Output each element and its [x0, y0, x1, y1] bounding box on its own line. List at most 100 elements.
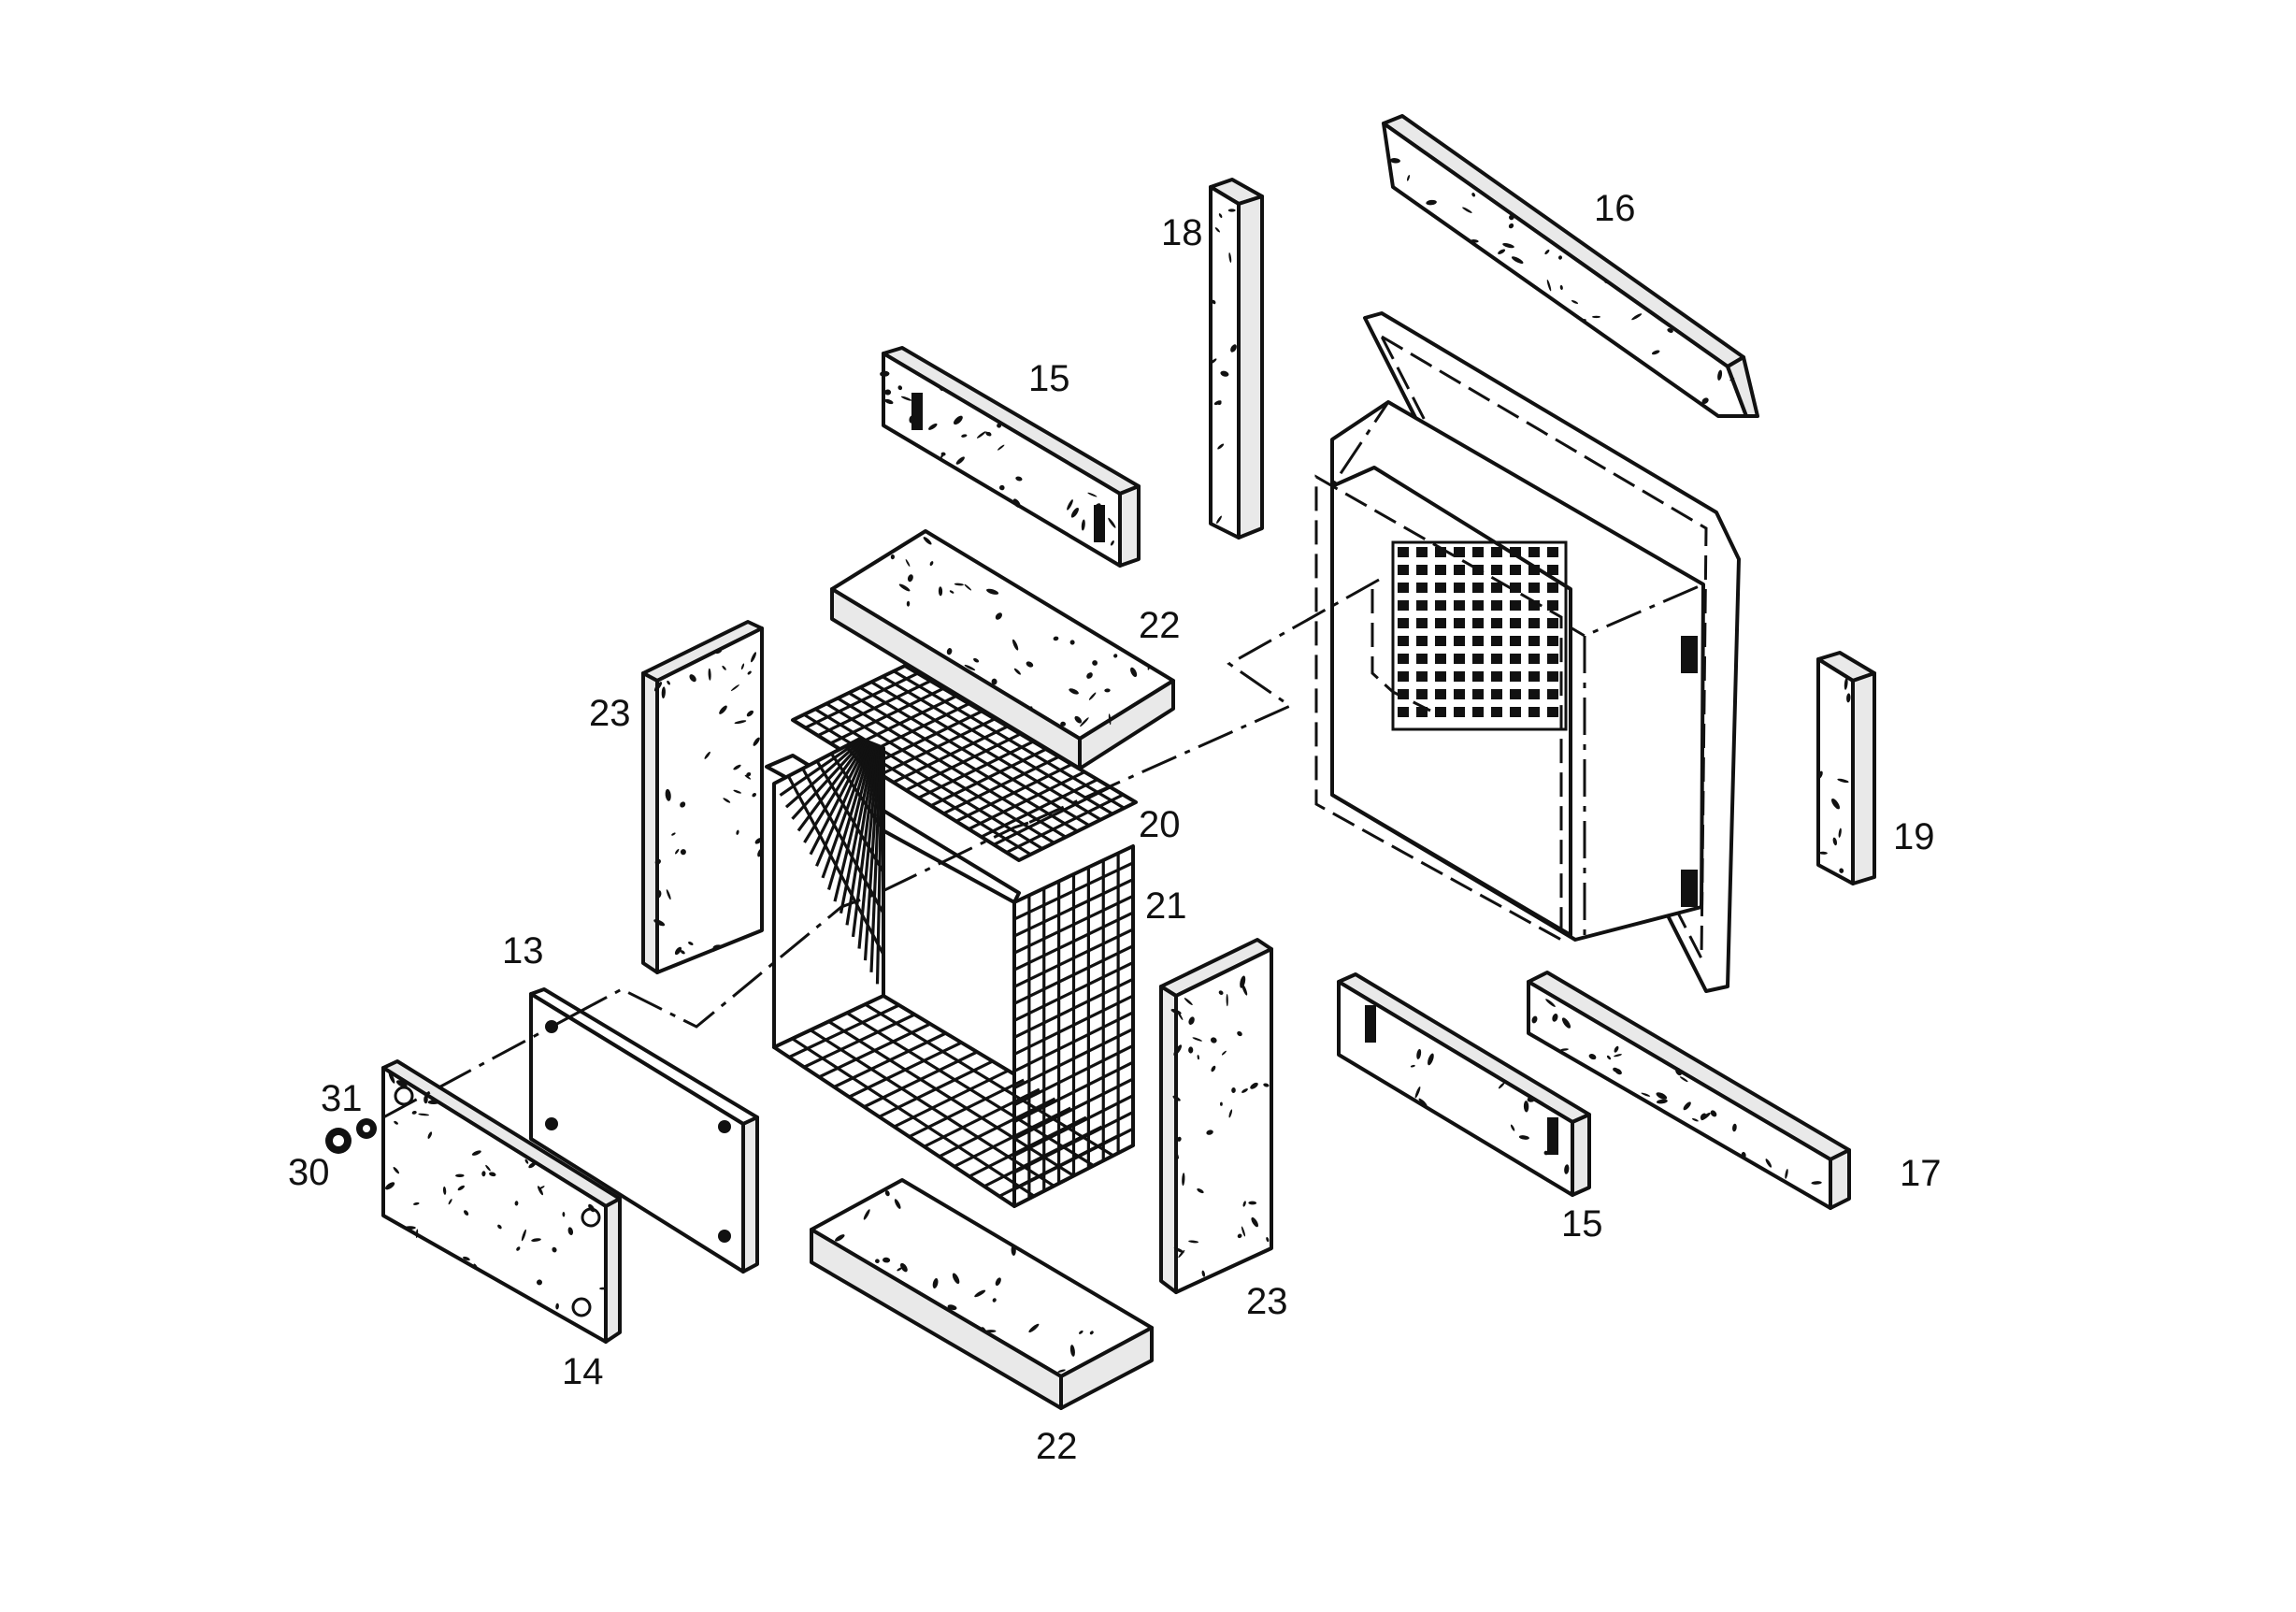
speckle-texture [949, 590, 954, 594]
housing-grid-cell [1510, 636, 1521, 646]
housing-grid-cell [1528, 565, 1540, 575]
speckle-texture [497, 1224, 502, 1230]
speckle-texture [1241, 1226, 1246, 1237]
speckle-texture [938, 586, 943, 597]
speckle-texture [1211, 1065, 1216, 1072]
speckle-texture [1675, 1067, 1683, 1076]
housing-grid-cell [1510, 671, 1521, 682]
speckle-texture [415, 1229, 419, 1239]
housing-grid-cell [1472, 583, 1484, 593]
speckle-texture [835, 1234, 845, 1242]
speckle-texture [528, 1161, 537, 1169]
speckle-texture [932, 1278, 939, 1288]
housing-grid-cell [1398, 636, 1409, 646]
speckle-texture [1641, 1092, 1651, 1097]
housing-grid-cell [1510, 689, 1521, 699]
housing-grid-cell [1435, 547, 1446, 557]
housing-grid-cell [1472, 565, 1484, 575]
housing-grid-cell [1491, 636, 1502, 646]
mesh-grid-line [826, 742, 874, 890]
speckle-texture [1509, 214, 1514, 221]
speckle-texture [1518, 1135, 1529, 1140]
housing-grid-cell [1454, 689, 1465, 699]
housing-grid-cell [1547, 689, 1558, 699]
housing-grid-cell [1472, 707, 1484, 717]
housing-grid-cell [1472, 671, 1484, 682]
callout-22-lower: 22 [1036, 1426, 1078, 1467]
speckle-texture [973, 657, 980, 663]
mesh-grid-line [1013, 1011, 1134, 1072]
housing-grid-cell [1454, 636, 1465, 646]
part-15-lower-rail [1337, 972, 1591, 1197]
speckle-texture [1188, 1046, 1194, 1054]
speckle-texture [1184, 998, 1193, 1006]
speckle-texture [1013, 668, 1021, 675]
mesh-grid-line [1013, 961, 1134, 1022]
mesh-grid-line [845, 744, 878, 926]
speckle-texture [985, 1330, 997, 1333]
callout-15-upper: 15 [1028, 358, 1070, 399]
housing-grid-cell [1528, 671, 1540, 682]
housing-grid-cell [1454, 583, 1465, 593]
speckle-texture [1228, 252, 1232, 264]
speckle-texture [897, 1267, 902, 1272]
speckle-texture [1838, 828, 1842, 838]
speckle-texture [1086, 672, 1093, 679]
housing-grid-cell [1454, 547, 1465, 557]
speckle-texture [457, 1185, 465, 1191]
speckle-texture [736, 829, 739, 835]
speckle-texture [1213, 400, 1222, 406]
housing-grid-cell [1491, 689, 1502, 699]
speckle-texture [964, 664, 976, 671]
speckle-texture [1012, 498, 1021, 509]
speckle-texture [1559, 284, 1563, 291]
speckle-texture [1070, 507, 1079, 518]
part-16-top-panel [1382, 114, 1759, 418]
housing-grid-cell [1454, 707, 1465, 717]
mesh-grid-line [863, 746, 882, 961]
speckle-texture [1508, 223, 1514, 229]
speckle-texture [464, 1210, 469, 1216]
mesh-grid-line [1013, 977, 1134, 1039]
speckle-texture [1564, 1164, 1570, 1174]
speckle-texture [1241, 1088, 1248, 1093]
mesh-grid-line [968, 770, 1085, 831]
speckle-texture [675, 848, 680, 855]
speckle-texture [1011, 1245, 1016, 1256]
housing-grid-cell [1435, 689, 1446, 699]
speckle-texture [1416, 1048, 1422, 1059]
mesh-grid-line [788, 1003, 900, 1059]
mesh-grid-line [1013, 928, 1134, 988]
speckle-texture [442, 1186, 447, 1195]
speckle-texture [680, 849, 686, 856]
speckle-texture [875, 1259, 880, 1264]
speckle-texture [757, 848, 764, 857]
speckle-texture [1511, 256, 1524, 264]
speckle-texture [954, 583, 964, 586]
speckle-texture [653, 919, 666, 927]
part-17-bottom-rail [1527, 971, 1851, 1210]
mesh-grid-line [1005, 793, 1124, 855]
speckle-texture [981, 1327, 986, 1333]
housing-grid-cell [1454, 671, 1465, 682]
speckle-texture [1471, 193, 1476, 197]
speckle-texture [1614, 1045, 1619, 1053]
speckle-texture [1614, 1054, 1622, 1058]
mesh-grid-line [880, 717, 996, 776]
speckle-texture [666, 889, 671, 900]
speckle-texture [947, 1304, 957, 1311]
housing-grid-cell [1528, 600, 1540, 611]
mesh-grid-line [796, 740, 867, 832]
mesh-grid-line [1013, 1094, 1134, 1158]
speckle-texture [1263, 1083, 1270, 1087]
speckle-texture [1188, 1016, 1195, 1025]
speckle-texture [413, 1202, 420, 1205]
speckle-texture [411, 1111, 417, 1115]
callout-14: 14 [562, 1351, 604, 1392]
speckle-texture [1197, 1055, 1199, 1060]
housing-grid-cell [1547, 600, 1558, 611]
speckle-texture [516, 1246, 521, 1251]
speckle-texture [427, 1100, 440, 1105]
housing-grid-cell [1454, 600, 1465, 611]
speckle-texture [385, 1182, 395, 1190]
